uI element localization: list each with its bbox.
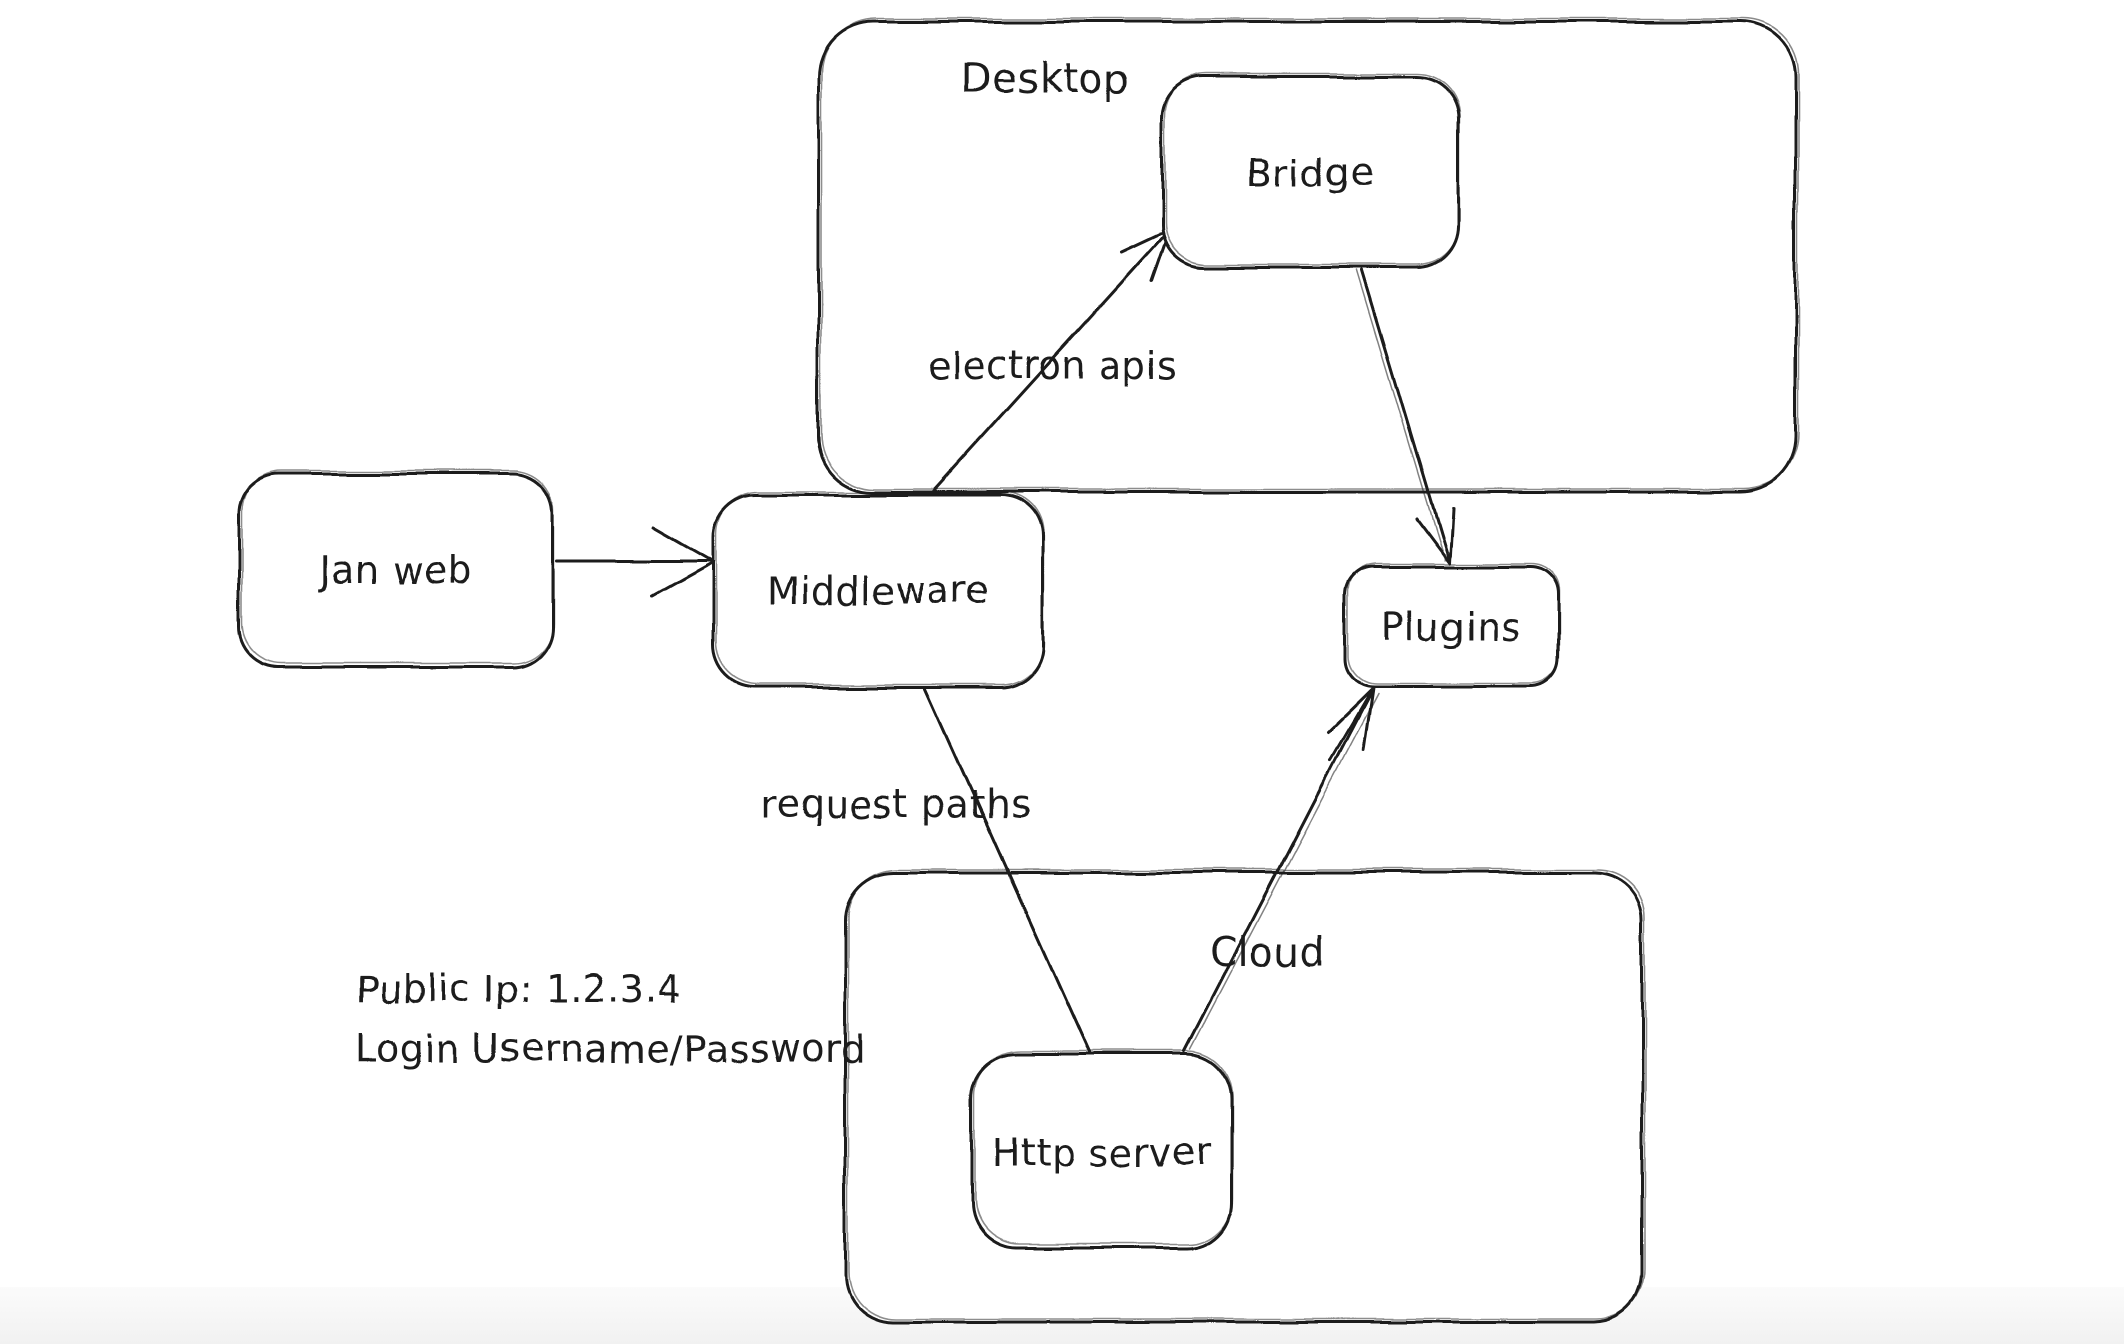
jan-web-node <box>237 470 554 669</box>
bridge-node <box>1160 73 1460 269</box>
jan-web-label: Jan web <box>318 549 473 593</box>
electron-apis-edge-label: electron apis <box>927 343 1179 387</box>
http-server-label: Http server <box>992 1131 1212 1175</box>
middleware-label: Middleware <box>766 569 989 613</box>
edge-httpserver-plugins <box>1183 686 1378 1053</box>
request-paths-edge-label: request paths <box>760 783 1029 827</box>
bridge-label: Bridge <box>1247 151 1374 195</box>
login-annotation: Login Username/Password <box>355 1027 865 1071</box>
middleware-node <box>711 491 1045 689</box>
edge-bridge-plugins <box>1356 268 1454 565</box>
plugins-node <box>1343 563 1560 689</box>
public-ip-annotation: Public Ip: 1.2.3.4 <box>355 967 682 1011</box>
cloud-label: Cloud <box>1210 930 1327 976</box>
edge-middleware-httpserver <box>924 687 1091 1054</box>
desktop-label: Desktop <box>961 56 1129 102</box>
plugins-label: Plugins <box>1381 605 1521 649</box>
http-server-node <box>970 1050 1234 1250</box>
edge-janweb-middleware <box>554 525 716 598</box>
